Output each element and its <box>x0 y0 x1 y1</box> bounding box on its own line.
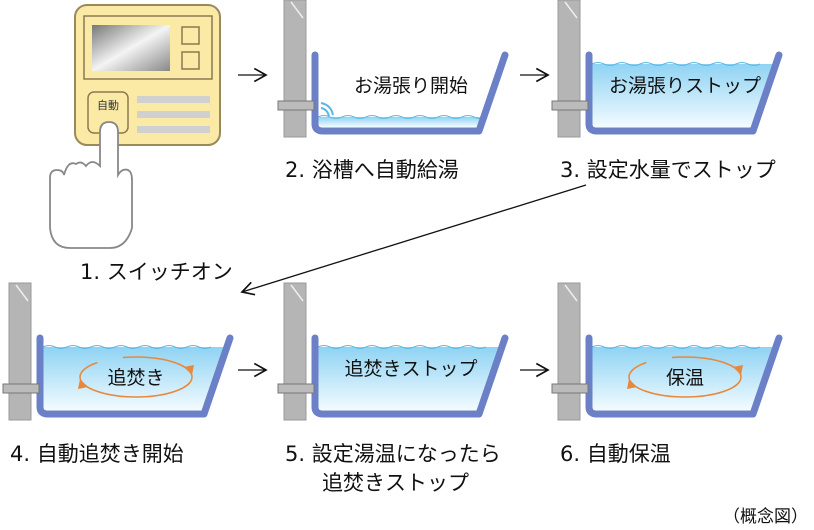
water-surface <box>591 62 761 66</box>
step-5-caption-line2: 追焚きストップ <box>322 471 469 495</box>
water-surface <box>317 115 487 119</box>
concept-note: （概念図） <box>723 506 808 527</box>
water <box>318 117 488 127</box>
step-3-caption: 3. 設定水量でストップ <box>560 158 776 182</box>
circulation-arrow-icon <box>628 356 742 398</box>
step-5-caption: 5. 設定湯温になったら <box>285 442 501 466</box>
flow-arrows <box>238 67 587 378</box>
water-flow-icon <box>320 102 334 117</box>
remote-controller: 自動 <box>74 4 221 146</box>
water-surface <box>317 345 487 349</box>
water-surface <box>42 345 212 349</box>
bathtub <box>311 334 509 418</box>
hand-pointer-icon <box>49 121 133 249</box>
tub-label: お湯張りストップ <box>609 75 761 97</box>
bathtub-step-3: お湯張りストップ <box>551 0 783 138</box>
inlet-pipe <box>2 383 40 394</box>
bathtub-step-5: 追焚きストップ <box>277 282 509 421</box>
wall-pillar <box>8 282 32 421</box>
water <box>592 64 776 127</box>
bathtub <box>311 51 509 135</box>
step-6-caption: 6. 自動保温 <box>560 442 671 466</box>
water-surface <box>591 345 761 349</box>
bathtub-step-4: 追焚き <box>2 282 234 421</box>
tub-label: 追焚き <box>107 367 164 389</box>
control-button[interactable] <box>181 26 200 45</box>
control-button[interactable] <box>181 51 200 70</box>
step-2-caption: 2. 浴槽へ自動給湯 <box>285 158 459 182</box>
bathtub <box>585 51 783 135</box>
tub-label: お湯張り開始 <box>354 75 468 97</box>
inlet-pipe <box>551 383 589 394</box>
wall-pillar <box>283 0 307 138</box>
step-1-caption: 1. スイッチオン <box>80 260 233 284</box>
tub-label: 保温 <box>666 367 704 389</box>
circulation-arrow-icon <box>79 356 193 398</box>
bathtub <box>36 334 234 418</box>
inlet-pipe <box>551 100 589 111</box>
step-4-caption: 4. 自動追焚き開始 <box>10 442 184 466</box>
arrow-diagonal-icon <box>240 184 587 296</box>
bathtub-step-2: お湯張り開始 <box>277 0 509 138</box>
inlet-pipe <box>277 100 315 111</box>
display-screen <box>92 25 170 71</box>
inlet-pipe <box>277 383 315 394</box>
water <box>43 347 227 410</box>
bathtub-step-6: 保温 <box>551 282 783 421</box>
auto-button-label: 自動 <box>97 98 119 112</box>
tub-label: 追焚きストップ <box>344 358 477 380</box>
water <box>318 347 502 410</box>
bathtub <box>585 334 783 418</box>
wall-pillar <box>557 282 581 421</box>
wall-pillar <box>283 282 307 421</box>
water <box>592 347 776 410</box>
wall-pillar <box>557 0 581 138</box>
